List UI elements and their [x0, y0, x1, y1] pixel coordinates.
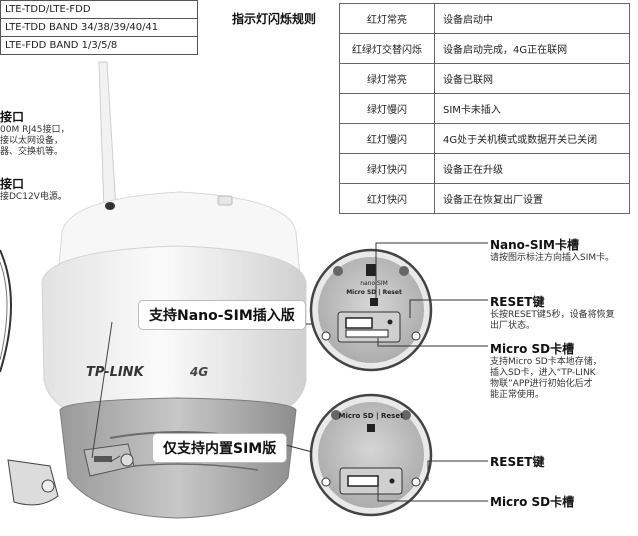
- 4g-badge: 4G: [189, 365, 208, 379]
- led-meaning-cell: 设备启动完成，4G正在联网: [434, 33, 630, 64]
- ethernet-interface-note: 接口 00M RJ45接口， 接以太网设备， 器、交换机等。: [0, 108, 69, 158]
- led-state-cell: 红灯慢闪: [339, 123, 435, 154]
- led-meaning-cell: 设备已联网: [434, 63, 630, 94]
- reset-button-callout-internal: RESET键: [490, 453, 544, 470]
- micro-sd-slot-callout: Micro SD卡槽 支持Micro SD卡本地存储， 插入SD卡，进入“TP-…: [490, 340, 602, 401]
- brand-logo: TP-LINK: [86, 365, 145, 380]
- ethernet-interface-desc-1: 00M RJ45接口，: [0, 125, 70, 135]
- reset-button-desc-2: 出厂状态。: [490, 321, 536, 331]
- nano-sim-slot-title: Nano-SIM卡槽: [490, 238, 579, 252]
- table-row: LTE-FDD BAND 1/3/5/8: [0, 36, 198, 55]
- table-row: 绿灯快闪设备正在升级: [339, 153, 630, 184]
- micro-sd-slot-callout-internal: Micro SD卡槽: [490, 493, 574, 510]
- internal-sim-version-tag: 仅支持内置SIM版: [153, 434, 287, 462]
- nano-sim-label: nano SIM: [360, 280, 388, 287]
- micro-sd-slot-title: Micro SD卡槽: [490, 342, 575, 356]
- power-interface-note: 接口 接DC12V电源。: [0, 175, 67, 203]
- reset-button-desc-1: 长按RESET键5秒，设备将恢复: [490, 310, 615, 320]
- ethernet-interface-desc-2: 接以太网设备，: [0, 136, 64, 146]
- table-row: 红灯快闪设备正在恢复出厂设置: [339, 183, 630, 214]
- power-interface-desc: 接DC12V电源。: [0, 192, 67, 202]
- micro-sd-slot-title-internal: Micro SD卡槽: [490, 495, 575, 509]
- micro-sd-slot-desc-3: 物联”APP进行初始化后才: [490, 379, 593, 389]
- ethernet-interface-desc-3: 器、交换机等。: [0, 147, 64, 157]
- nano-panel-slot-label: Micro SD | Reset: [346, 289, 402, 296]
- table-row: 绿灯常亮设备已联网: [339, 63, 630, 94]
- micro-sd-slot-desc-1: 支持Micro SD卡本地存储，: [490, 357, 602, 367]
- fdd-band-cell: LTE-FDD BAND 1/3/5/8: [0, 36, 198, 55]
- ethernet-interface-title: 接口: [0, 110, 25, 124]
- table-row: 红绿灯交替闪烁设备启动完成，4G正在联网: [339, 33, 630, 64]
- reset-button-callout: RESET键 长按RESET键5秒，设备将恢复 出厂状态。: [490, 293, 615, 332]
- power-interface-title: 接口: [0, 177, 25, 191]
- internal-panel-slot-label: Micro SD | Reset: [339, 412, 405, 421]
- led-state-cell: 红灯常亮: [339, 3, 435, 34]
- led-rules-title: 指示灯闪烁规则: [232, 12, 317, 26]
- led-meaning-cell: 设备正在恢复出厂设置: [434, 183, 630, 214]
- led-state-cell: 绿灯常亮: [339, 63, 435, 94]
- micro-sd-slot-desc-4: 能正常使用。: [490, 390, 545, 400]
- led-meaning-cell: 设备正在升级: [434, 153, 630, 184]
- nano-sim-version-tag: 支持Nano-SIM插入版: [139, 301, 305, 329]
- nano-sim-slot-callout: Nano-SIM卡槽 请按图示标注方向插入SIM卡。: [490, 236, 614, 264]
- micro-sd-slot-desc-2: 插入SD卡，进入“TP-LINK: [490, 368, 596, 378]
- reset-button-title: RESET键: [490, 295, 545, 309]
- led-meaning-cell: SIM卡未插入: [434, 93, 630, 124]
- nano-sim-slot-desc: 请按图示标注方向插入SIM卡。: [490, 253, 615, 263]
- reset-button-title-internal: RESET键: [490, 455, 545, 469]
- network-band-table: LTE-TDD/LTE-FDD LTE-TDD BAND 34/38/39/40…: [0, 0, 198, 55]
- led-state-cell: 红灯快闪: [339, 183, 435, 214]
- led-rules-table: 红灯常亮设备启动中 红绿灯交替闪烁设备启动完成，4G正在联网 绿灯常亮设备已联网…: [339, 3, 630, 214]
